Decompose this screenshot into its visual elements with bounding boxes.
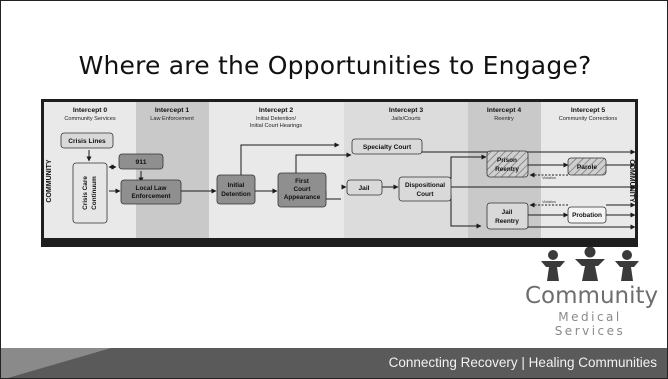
intercept-3-sub: Jails/Courts [391,116,420,122]
initial-detention-text-1: Initial [228,182,245,189]
probation-text: Probation [572,212,602,219]
node-911-text: 911 [136,159,147,166]
slide-title: Where are the Opportunities to Engage? [78,51,592,80]
jail-node [346,179,383,196]
crisis-lines-node [60,132,114,149]
crisis-care-text-1: Crisis Care [82,176,89,210]
violation-label-1: Violation [542,176,556,180]
initial-detention-node [216,174,256,205]
parole-text: Parole [577,164,597,171]
band-intercept-1 [136,102,209,238]
prison-reentry-text-2: Reentry [495,166,519,173]
first-court-text-1: First [295,178,310,185]
jail-text: Jail [359,185,370,192]
parole-node [567,157,607,176]
people-icon [541,246,639,281]
intercept-4-sub: Reentry [494,116,514,122]
intercept-1-sub: Law Enforcement [150,116,194,122]
jail-reentry-text-1: Jail [502,209,513,216]
intercept-5-sub: Community Corrections [559,116,618,122]
intercept-2-sub: Initial Detention/ [256,116,297,122]
community-medical-services-logo: Community Medical Services [525,246,659,338]
local-law-text-2: Enforcement [131,193,171,200]
crisis-lines-text: Crisis Lines [68,138,106,145]
node-911 [118,153,164,170]
dispositional-text-1: Dispositional [405,182,445,189]
probation-node [567,206,607,224]
footer-wedge [1,348,111,378]
intercept-3-label: Intercept 3 [389,107,424,114]
intercept-1-label: Intercept 1 [155,107,190,114]
local-law-node [120,179,182,205]
community-label-left: COMMUNITY [46,159,53,202]
jail-reentry-node [486,202,529,230]
crisis-care-text-2: Continuum [91,176,98,210]
first-court-text-2: Court [293,186,311,193]
logo-name: Community [525,283,659,309]
footer-tagline: Connecting Recovery | Healing Communitie… [388,355,657,370]
specialty-court-node [351,138,423,155]
jail-reentry-text-2: Reentry [495,218,519,225]
sequential-intercept-diagram: Intercept 0 Community Services Intercept… [41,99,638,247]
intercept-2-sub2: Initial Court Hearings [250,123,302,129]
first-court-node [277,172,327,208]
intercept-2-label: Intercept 2 [259,107,294,114]
dispositional-text-2: Court [416,191,434,198]
specialty-court-text: Specialty Court [363,144,412,151]
first-court-text-3: Appearance [284,194,321,201]
logo-sub: Medical Services [554,310,626,338]
dispositional-court-node [398,176,452,202]
community-label-right: COMMUNITY [628,159,635,202]
intercept-5-label: Intercept 5 [571,107,606,114]
initial-detention-text-2: Detention [221,191,251,198]
intercept-0-label: Intercept 0 [73,107,108,114]
band-intercept-3 [344,102,468,238]
prison-reentry-text-1: Prison [497,157,517,164]
band-intercept-2 [209,102,344,238]
intercept-0-sub: Community Services [64,116,115,122]
local-law-text-1: Local Law [136,185,167,192]
footer-bar: Connecting Recovery | Healing Communitie… [1,348,667,378]
violation-label-2: Violation [542,200,556,204]
crisis-care-node [72,162,108,224]
prison-reentry-node [486,150,529,178]
intercept-4-label: Intercept 4 [487,107,522,114]
